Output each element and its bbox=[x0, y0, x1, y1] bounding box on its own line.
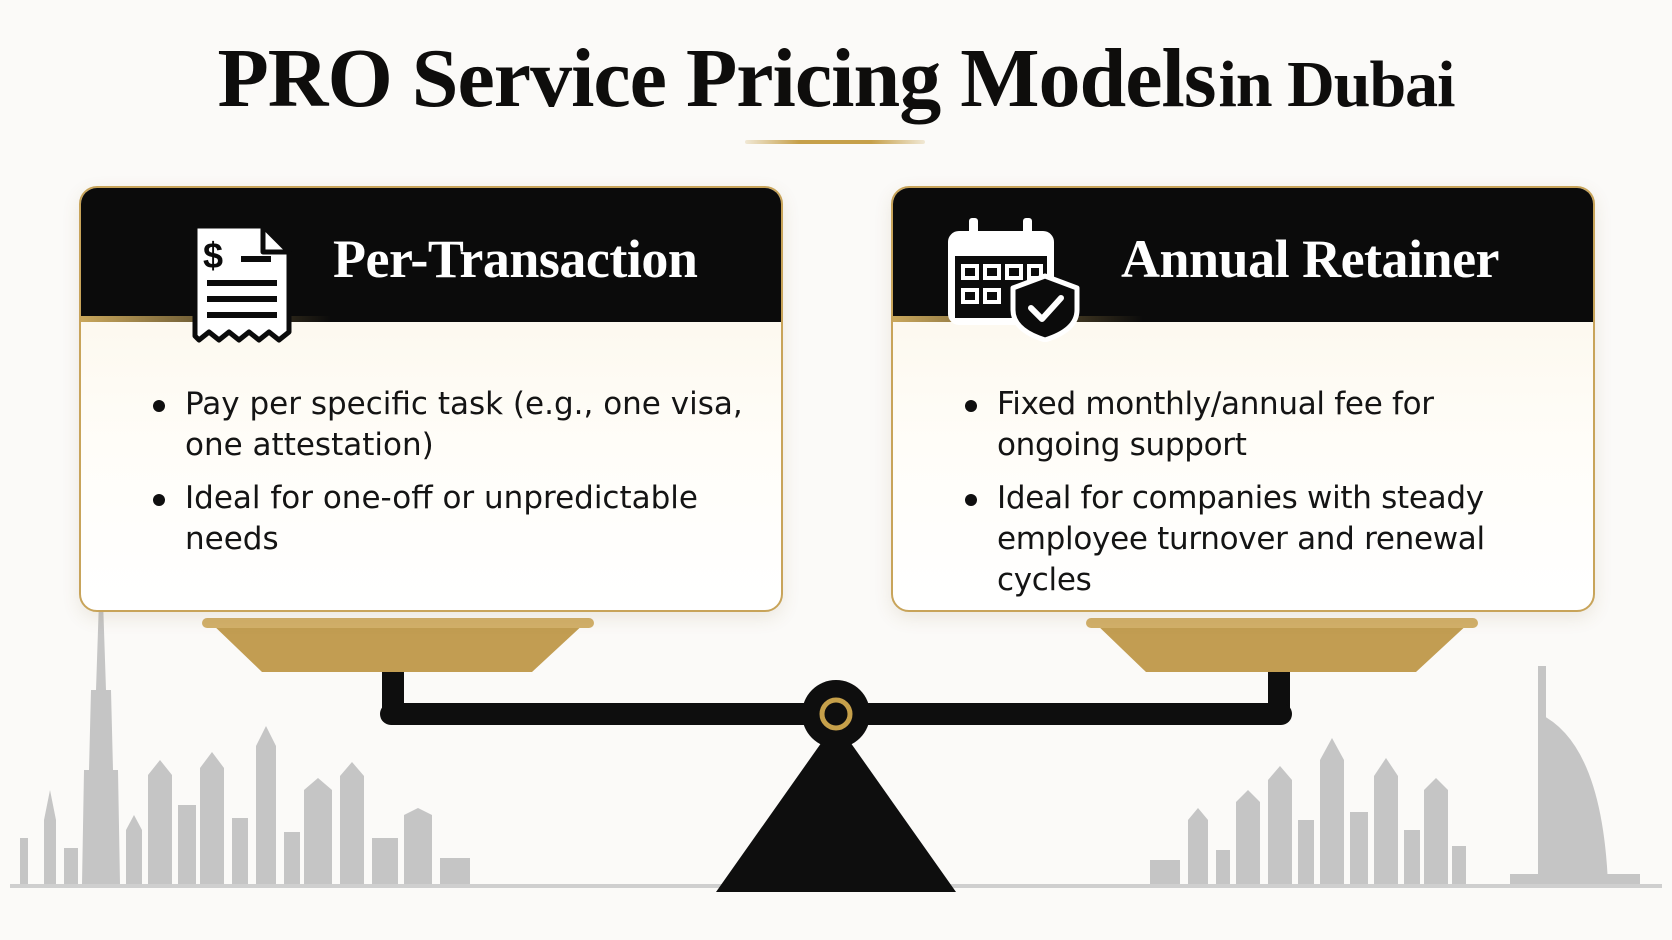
bullet-list: Fixed monthly/annual fee for ongoing sup… bbox=[963, 384, 1563, 610]
page-title: PRO Service Pricing Models in Dubai bbox=[0, 30, 1672, 127]
tower bbox=[1452, 846, 1466, 884]
bullet-item: Ideal for one-off or unpredictable needs bbox=[151, 478, 751, 560]
tower bbox=[126, 815, 142, 884]
title-divider bbox=[745, 140, 925, 144]
receipt-dollar-icon: $ bbox=[192, 223, 292, 343]
title-sub: in Dubai bbox=[1218, 48, 1456, 121]
tower bbox=[1374, 758, 1398, 884]
tower bbox=[1150, 860, 1180, 884]
tower bbox=[1216, 850, 1230, 884]
pan-left bbox=[210, 622, 586, 672]
receipt-dollar-sign: $ bbox=[203, 235, 223, 276]
tower bbox=[1298, 820, 1314, 884]
tower bbox=[372, 838, 398, 884]
skyline-right bbox=[1150, 666, 1640, 884]
tower bbox=[404, 808, 432, 884]
pivot-ring bbox=[819, 697, 853, 731]
bullet-item: Fixed monthly/annual fee for ongoing sup… bbox=[963, 384, 1563, 466]
tower bbox=[256, 726, 276, 884]
tower bbox=[178, 805, 196, 884]
tower bbox=[1188, 808, 1208, 884]
tower bbox=[1350, 812, 1368, 884]
calendar-shield-check-icon bbox=[948, 218, 1080, 342]
bullet-item: Ideal for companies with steady employee… bbox=[963, 478, 1563, 601]
tower bbox=[440, 858, 470, 884]
tower bbox=[304, 778, 332, 884]
burj-khalifa-icon bbox=[82, 600, 120, 884]
card-title: Per-Transaction bbox=[333, 229, 698, 289]
card-per-transaction: $ Per-Transaction Pay per specific task … bbox=[79, 186, 783, 612]
tower bbox=[1268, 766, 1292, 884]
card-title: Annual Retainer bbox=[1121, 229, 1500, 289]
tower bbox=[64, 848, 78, 884]
scale-base bbox=[716, 722, 956, 892]
tower bbox=[1404, 830, 1420, 884]
tower bbox=[1424, 778, 1448, 884]
tower bbox=[200, 752, 224, 884]
skyline-left bbox=[20, 600, 470, 884]
tower bbox=[20, 838, 28, 884]
title-main: PRO Service Pricing Models bbox=[217, 32, 1216, 125]
tower bbox=[232, 818, 248, 884]
card-annual-retainer: Annual Retainer Fixed monthly/annual fee… bbox=[891, 186, 1595, 612]
pan-right bbox=[1094, 622, 1470, 672]
bullet-list: Pay per specific task (e.g., one visa, o… bbox=[151, 384, 751, 572]
tower bbox=[1236, 790, 1260, 884]
tower bbox=[148, 760, 172, 884]
pan-right-rim bbox=[1086, 618, 1478, 628]
balance-scale-icon bbox=[202, 618, 1478, 892]
pivot bbox=[802, 680, 870, 748]
tower bbox=[340, 762, 364, 884]
burj-al-arab-icon bbox=[1510, 666, 1640, 884]
tower bbox=[44, 790, 56, 884]
tower bbox=[1320, 738, 1344, 884]
bullet-item: Pay per specific task (e.g., one visa, o… bbox=[151, 384, 751, 466]
pan-left-rim bbox=[202, 618, 594, 628]
tower bbox=[284, 832, 300, 884]
